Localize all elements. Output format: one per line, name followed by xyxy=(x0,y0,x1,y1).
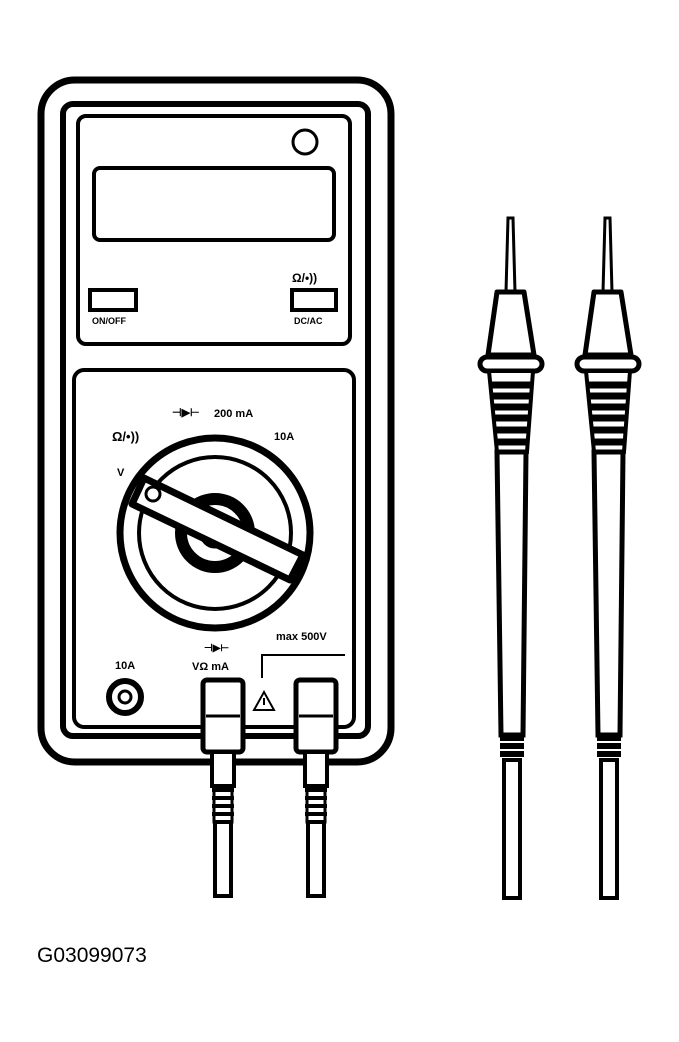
plugged-connector-left xyxy=(200,677,246,898)
dial-10a-label: 10A xyxy=(274,431,294,443)
indicator-light xyxy=(291,128,319,156)
test-probe-right[interactable] xyxy=(574,216,642,900)
ten-amp-jack-label: 10A xyxy=(115,660,135,672)
max-voltage-label: max 500V xyxy=(276,631,327,643)
on-off-label: ON/OFF xyxy=(92,316,126,326)
test-probe-left[interactable] xyxy=(477,216,545,900)
max-voltage-bracket xyxy=(261,654,345,678)
v-ohm-ma-label: VΩ mA xyxy=(192,661,229,673)
dc-ac-symbol: Ω/•)) xyxy=(292,271,317,285)
meter-body xyxy=(37,76,395,766)
lcd-display xyxy=(92,166,336,242)
dial-pointer-dot xyxy=(144,485,162,503)
warning-icon xyxy=(252,689,276,711)
dial-ohm-continuity-label: Ω/•)) xyxy=(112,429,139,444)
dial-200ma-label: 200 mA xyxy=(214,408,253,420)
dial-diode-label: ⊣▶⊢ xyxy=(172,406,200,419)
ten-amp-jack[interactable] xyxy=(106,678,144,716)
on-off-button[interactable] xyxy=(88,288,138,312)
figure-id: G03099073 xyxy=(37,944,147,967)
jack-diode-label: ⊣▶⊢ xyxy=(204,643,229,654)
dial-volt-label: V xyxy=(117,467,125,479)
plugged-connector-right xyxy=(293,677,339,898)
dc-ac-button[interactable] xyxy=(290,288,338,312)
dc-ac-label: DC/AC xyxy=(294,316,323,326)
rotary-selector-dial[interactable] xyxy=(116,434,314,632)
